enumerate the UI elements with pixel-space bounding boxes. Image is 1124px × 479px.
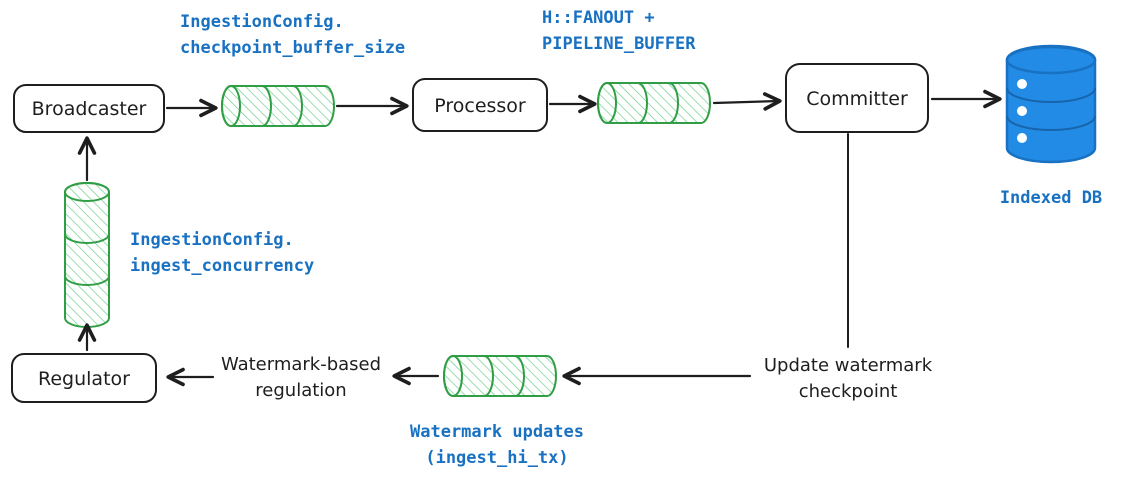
processor-label: Processor xyxy=(434,95,526,117)
regulator-label: Regulator xyxy=(38,368,130,390)
watermark-updates-label-line1: Watermark updates xyxy=(410,422,584,442)
ingest-concurrency-label-line2: ingest_concurrency xyxy=(130,256,314,276)
db-dot-1 xyxy=(1017,79,1027,89)
checkpoint-buffer-queue xyxy=(221,85,335,127)
processor-node: Processor xyxy=(412,78,548,132)
ingest-concurrency-queue xyxy=(64,182,110,328)
db-dot-3 xyxy=(1017,133,1027,143)
pipeline-buffer-queue xyxy=(597,82,711,124)
watermark-updates-queue xyxy=(443,355,557,397)
pipeline-buffer-label-line1: H::FANOUT + xyxy=(542,8,655,28)
pipeline-buffer-label: H::FANOUT + PIPELINE_BUFFER xyxy=(542,8,696,54)
broadcaster-label: Broadcaster xyxy=(32,98,147,120)
committer-label: Committer xyxy=(806,88,908,110)
indexed-db-label: Indexed DB xyxy=(1000,188,1102,208)
update-watermark-annotation: Update watermark checkpoint xyxy=(764,355,933,402)
checkpoint-buffer-label: IngestionConfig. checkpoint_buffer_size xyxy=(180,12,405,58)
checkpoint-buffer-label-line2: checkpoint_buffer_size xyxy=(180,38,405,58)
regulation-line1: Watermark-based xyxy=(221,354,381,375)
watermark-updates-label-line2: (ingest_hi_tx) xyxy=(425,448,568,468)
arrow-pipeline-buffer-to-committer xyxy=(712,92,782,111)
regulation-annotation: Watermark-based regulation xyxy=(221,354,381,401)
regulation-line2: regulation xyxy=(255,380,346,401)
update-watermark-line2: checkpoint xyxy=(799,381,898,402)
update-watermark-line1: Update watermark xyxy=(764,355,933,376)
regulator-node: Regulator xyxy=(11,353,157,403)
ingest-concurrency-label-line1: IngestionConfig. xyxy=(130,230,294,250)
broadcaster-node: Broadcaster xyxy=(13,84,165,133)
indexed-db-cylinder xyxy=(1005,44,1097,164)
ingest-concurrency-label: IngestionConfig. ingest_concurrency xyxy=(130,230,314,276)
committer-node: Committer xyxy=(785,63,929,133)
pipeline-buffer-label-line2: PIPELINE_BUFFER xyxy=(542,34,696,54)
db-dot-2 xyxy=(1017,106,1027,116)
checkpoint-buffer-label-line1: IngestionConfig. xyxy=(180,12,344,32)
watermark-updates-label: Watermark updates (ingest_hi_tx) xyxy=(410,422,584,468)
